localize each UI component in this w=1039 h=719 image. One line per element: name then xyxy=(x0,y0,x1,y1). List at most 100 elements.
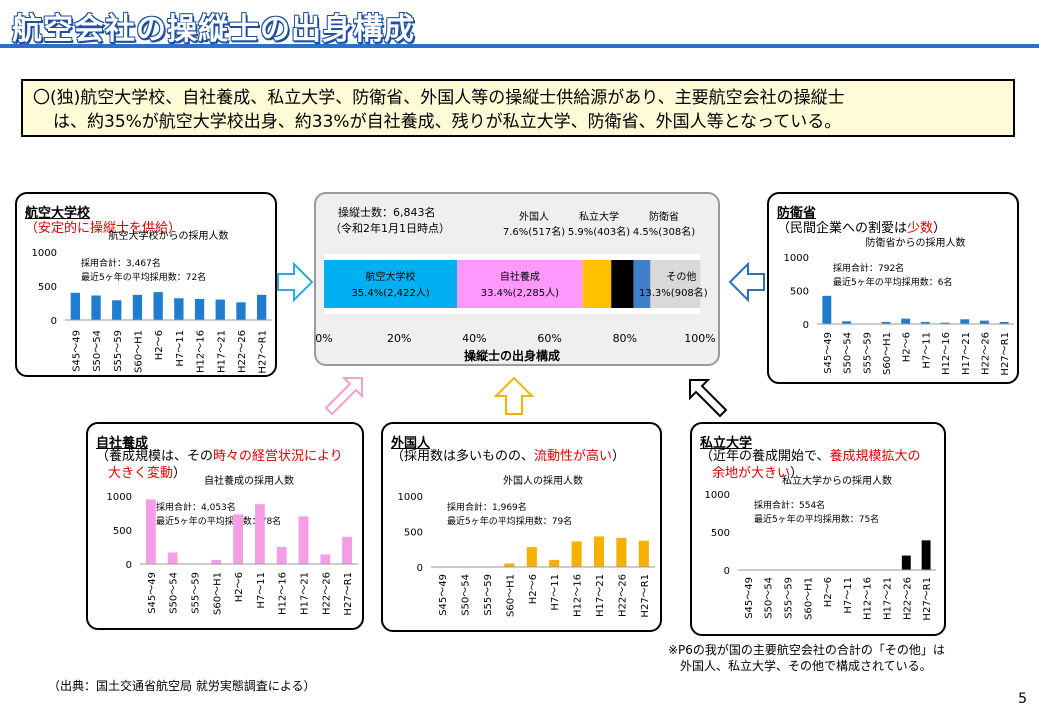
bar xyxy=(320,554,331,564)
bar xyxy=(298,516,309,564)
box-koku-subtitle: （安定的に操縦士を供給） xyxy=(25,221,182,236)
box-jisha-title: 自社養成 xyxy=(96,436,149,451)
x-tick-label: H12～16 xyxy=(573,574,584,617)
bar xyxy=(215,299,225,320)
bar xyxy=(616,537,627,567)
segment-name: 防衛省 xyxy=(649,210,679,223)
x-tick-label: H7～11 xyxy=(921,332,932,369)
bar xyxy=(236,302,246,320)
x-tick-label: H7～11 xyxy=(843,577,854,614)
footnote-line-2: 外国人、私立大学、その他で構成されている。 xyxy=(680,659,932,673)
x-tick-label: S45～49 xyxy=(438,574,449,616)
segment-私立大学 xyxy=(611,260,634,308)
segment-その他 xyxy=(650,260,701,308)
y-tick-label: 1000 xyxy=(705,490,730,501)
segment-label: 7.6%(517名) xyxy=(503,225,565,238)
x-tick-label: H2～6 xyxy=(154,330,165,360)
x-tick-label: H7～11 xyxy=(175,330,186,367)
bar xyxy=(70,292,81,320)
bar xyxy=(960,319,970,324)
x-tick-label: S55～59 xyxy=(862,332,873,374)
x-tick-label: 40% xyxy=(462,332,486,345)
x-tick-label: S45～49 xyxy=(147,572,158,614)
composition-header-1: 操縦士数：6,843名 xyxy=(338,205,436,219)
x-tick-label: H27～R1 xyxy=(640,574,651,618)
x-tick-label: H27～R1 xyxy=(1000,332,1011,376)
x-tick-label: S60～H1 xyxy=(133,330,144,373)
x-tick-label: S60～H1 xyxy=(882,332,893,375)
bar xyxy=(145,499,156,564)
y-tick-label: 0 xyxy=(803,320,809,331)
bar xyxy=(638,540,649,567)
x-tick-label: H27～R1 xyxy=(258,330,269,374)
bar xyxy=(940,322,950,324)
bar xyxy=(593,536,605,567)
x-tick-label: S45～49 xyxy=(71,330,82,372)
chart-title: 外国人の採用人数 xyxy=(503,474,583,487)
bar xyxy=(174,298,184,320)
x-tick-label: 0% xyxy=(316,332,333,345)
x-tick-label: H22～26 xyxy=(617,574,628,617)
x-tick-label: H12～16 xyxy=(196,330,207,373)
bar xyxy=(211,559,222,564)
x-tick-label: H7～11 xyxy=(256,572,267,609)
bar xyxy=(571,541,582,567)
x-tick-label: S50～54 xyxy=(461,574,472,616)
bar xyxy=(132,294,143,320)
arrow-up-black-icon xyxy=(689,379,728,418)
x-tick-label: H2～6 xyxy=(902,332,913,362)
chart-title: 防衛省からの採用人数 xyxy=(866,236,966,249)
arrow-left-icon xyxy=(728,262,765,302)
y-tick-label: 1000 xyxy=(398,492,423,503)
x-tick-label: S50～54 xyxy=(843,332,854,374)
x-tick-label: S50～54 xyxy=(169,572,180,614)
bar xyxy=(153,292,163,320)
x-tick-label: H27～R1 xyxy=(922,577,933,621)
bar xyxy=(167,552,178,564)
page-title: 航空会社の操縦士の出身構成 xyxy=(12,12,415,47)
annotation-average: 最近5ヶ年の平均採用数：6名 xyxy=(833,276,952,288)
x-tick-label: S55～59 xyxy=(483,574,494,616)
annotation-total: 採用合計：3,467名 xyxy=(81,257,161,269)
bar xyxy=(233,514,244,564)
y-tick-label: 500 xyxy=(113,526,132,537)
bar xyxy=(194,298,205,320)
x-tick-label: H7～11 xyxy=(550,574,561,611)
annotation-average: 最近5ヶ年の平均採用数：78名 xyxy=(156,515,281,527)
x-tick-label: H2～6 xyxy=(823,577,834,607)
y-tick-label: 0 xyxy=(724,566,730,577)
box-jisha: 自社養成 （養成規模は、その時々の経営状況により大きく変動） 自社養成の採用人数… xyxy=(86,422,364,630)
summary-box: 〇(独)航空大学校、自社養成、私立大学、防衛省、外国人等の操縦士供給源があり、主… xyxy=(21,79,1015,137)
box-jisha-subtitle: （養成規模は、その時々の経営状況により大きく変動） xyxy=(96,449,343,481)
x-tick-label: H27～R1 xyxy=(343,572,354,616)
bar xyxy=(881,321,891,324)
bar xyxy=(91,295,101,320)
annotation-box xyxy=(750,496,880,526)
x-tick-label: H17～21 xyxy=(595,574,606,617)
x-tick-label: H17～21 xyxy=(300,572,311,615)
x-tick-label: H12～16 xyxy=(863,577,874,620)
bar xyxy=(526,547,537,567)
composition-title: 操縦士の出身構成 xyxy=(464,348,560,363)
x-tick-label: S45～49 xyxy=(744,577,755,619)
bar xyxy=(342,536,353,564)
x-tick-label: H17～21 xyxy=(961,332,972,375)
y-tick-label: 500 xyxy=(711,528,730,539)
segment-label: 5.9%(403名) xyxy=(568,225,630,238)
box-shiritsu-subtitle: （近年の養成開始で、養成規模拡大の余地が大きい） xyxy=(700,449,921,481)
bar xyxy=(254,504,265,564)
bar xyxy=(504,563,515,567)
x-tick-label: H22～26 xyxy=(237,330,248,373)
segment-外国人 xyxy=(582,260,612,308)
chart-koku: 航空大学校からの採用人数05001000採用合計：3,467名最近5ヶ年の平均採… xyxy=(32,229,272,374)
bar xyxy=(901,555,911,570)
box-gaikoku-title: 外国人 xyxy=(391,436,431,451)
x-tick-label: H2～6 xyxy=(234,572,245,602)
bar xyxy=(980,320,989,324)
chart-title: 私立大学からの採用人数 xyxy=(782,474,892,487)
title-underline xyxy=(0,44,1039,48)
bar xyxy=(112,300,122,320)
annotation-total: 採用合計：554名 xyxy=(754,499,825,511)
x-tick-label: 20% xyxy=(387,332,411,345)
